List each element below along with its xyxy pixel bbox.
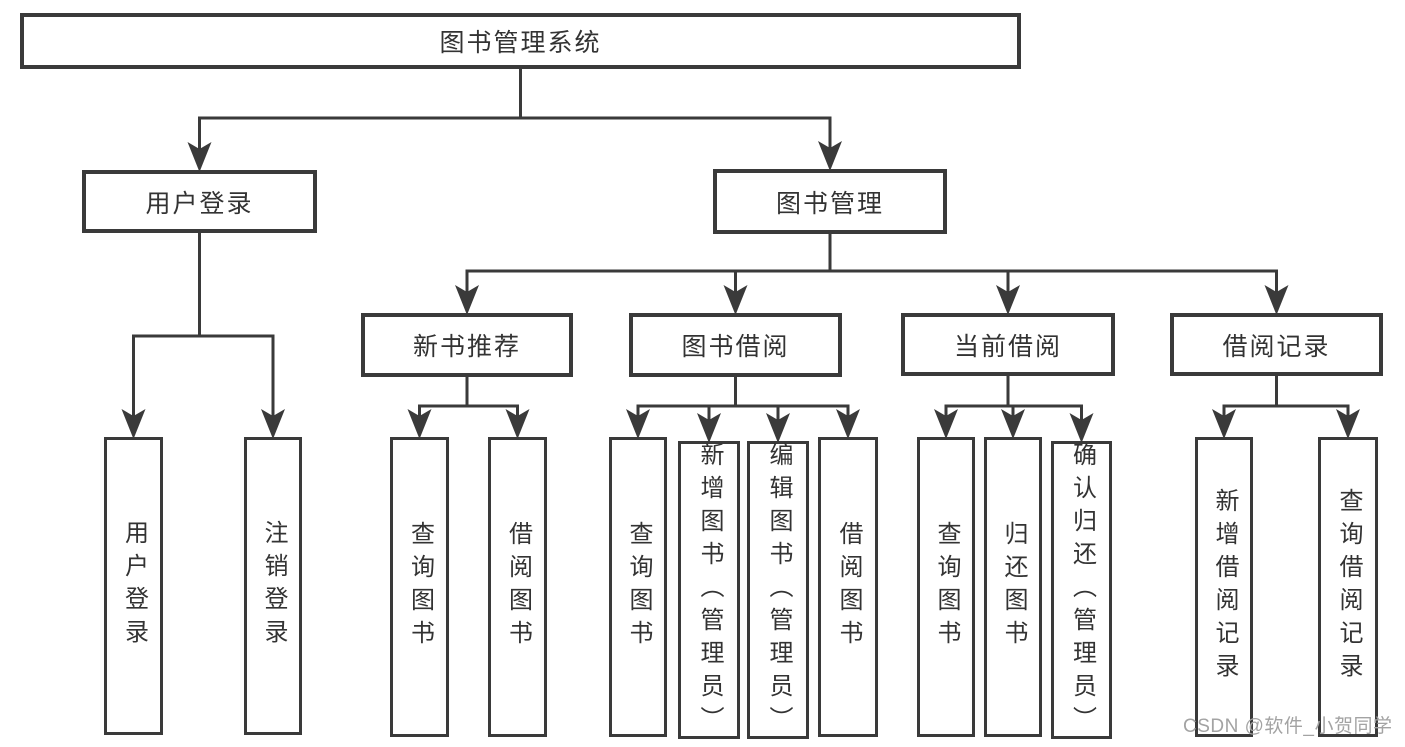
node-cb-return-book-label: 归还图书 bbox=[1000, 521, 1027, 653]
node-book-borrow: 图书借阅 bbox=[629, 313, 842, 377]
node-bb-borrow-book: 借阅图书 bbox=[818, 437, 878, 737]
node-bb-edit-book: 编辑图书（管理员） bbox=[747, 441, 809, 739]
arrowhead-bb-query-book bbox=[626, 409, 650, 439]
node-cb-confirm-return: 确认归还（管理员） bbox=[1051, 441, 1112, 739]
arrowhead-book-mgmt bbox=[818, 141, 842, 171]
node-login-label: 用户登录 bbox=[120, 520, 148, 652]
node-logout-label: 注销登录 bbox=[260, 520, 287, 652]
arrowhead-book-borrow bbox=[723, 285, 748, 315]
node-cb-query-book-label: 查询图书 bbox=[933, 521, 960, 653]
node-br-add-record: 新增借阅记录 bbox=[1195, 437, 1253, 737]
node-book-borrow-label: 图书借阅 bbox=[681, 333, 790, 361]
node-br-query-record-label: 查询借阅记录 bbox=[1335, 488, 1362, 686]
node-bb-query-book: 查询图书 bbox=[609, 437, 667, 737]
node-book-mgmt-label: 图书管理 bbox=[775, 189, 884, 218]
node-cb-return-book: 归还图书 bbox=[984, 437, 1042, 737]
arrowhead-bb-add-book bbox=[697, 413, 721, 443]
arrowhead-cb-query-book bbox=[934, 409, 958, 439]
node-user-login: 用户登录 bbox=[82, 170, 317, 233]
arrowhead-cb-confirm-return bbox=[1069, 413, 1094, 443]
arrowhead-nb-query-book bbox=[407, 409, 432, 439]
node-book-mgmt: 图书管理 bbox=[713, 169, 947, 234]
node-current-borrow: 当前借阅 bbox=[901, 313, 1115, 376]
node-br-add-record-label: 新增借阅记录 bbox=[1211, 488, 1238, 686]
arrowhead-cb-return-book bbox=[1001, 409, 1025, 439]
node-nb-query-book-label: 查询图书 bbox=[406, 521, 434, 653]
node-user-login-label: 用户登录 bbox=[145, 189, 254, 218]
node-bb-add-book: 新增图书（管理员） bbox=[678, 441, 740, 739]
node-logout: 注销登录 bbox=[244, 437, 302, 735]
node-root-label: 图书管理系统 bbox=[439, 29, 602, 57]
arrowhead-new-book-rec bbox=[455, 285, 479, 315]
arrowhead-user-login bbox=[187, 142, 212, 172]
node-current-borrow-label: 当前借阅 bbox=[953, 332, 1062, 361]
node-root: 图书管理系统 bbox=[20, 13, 1021, 69]
node-borrow-records-label: 借阅记录 bbox=[1222, 332, 1331, 361]
node-nb-borrow-book-label: 借阅图书 bbox=[504, 521, 532, 653]
watermark: CSDN @软件_小贺同学 bbox=[1183, 716, 1393, 737]
node-bb-edit-book-label: 编辑图书（管理员） bbox=[765, 441, 792, 739]
node-bb-query-book-label: 查询图书 bbox=[625, 521, 652, 653]
node-borrow-records: 借阅记录 bbox=[1170, 313, 1383, 376]
node-nb-borrow-book: 借阅图书 bbox=[488, 437, 547, 737]
node-cb-query-book: 查询图书 bbox=[917, 437, 975, 737]
node-bb-borrow-book-label: 借阅图书 bbox=[835, 521, 862, 653]
node-login: 用户登录 bbox=[104, 437, 163, 735]
arrowhead-login bbox=[121, 409, 146, 439]
arrowhead-br-add-record bbox=[1212, 409, 1236, 439]
node-br-query-record: 查询借阅记录 bbox=[1318, 437, 1378, 737]
node-new-book-rec: 新书推荐 bbox=[361, 313, 573, 377]
arrowhead-br-query-record bbox=[1336, 409, 1360, 439]
node-new-book-rec-label: 新书推荐 bbox=[412, 333, 521, 361]
arrowhead-bb-edit-book bbox=[766, 413, 790, 443]
node-nb-query-book: 查询图书 bbox=[390, 437, 449, 737]
arrowhead-bb-borrow-book bbox=[836, 409, 860, 439]
node-bb-add-book-label: 新增图书（管理员） bbox=[696, 441, 723, 739]
arrowhead-logout bbox=[261, 409, 285, 439]
arrowhead-current-borrow bbox=[996, 285, 1020, 315]
arrowhead-borrow-records bbox=[1264, 285, 1289, 315]
arrowhead-nb-borrow-book bbox=[505, 409, 530, 439]
node-cb-confirm-return-label: 确认归还（管理员） bbox=[1068, 441, 1096, 739]
